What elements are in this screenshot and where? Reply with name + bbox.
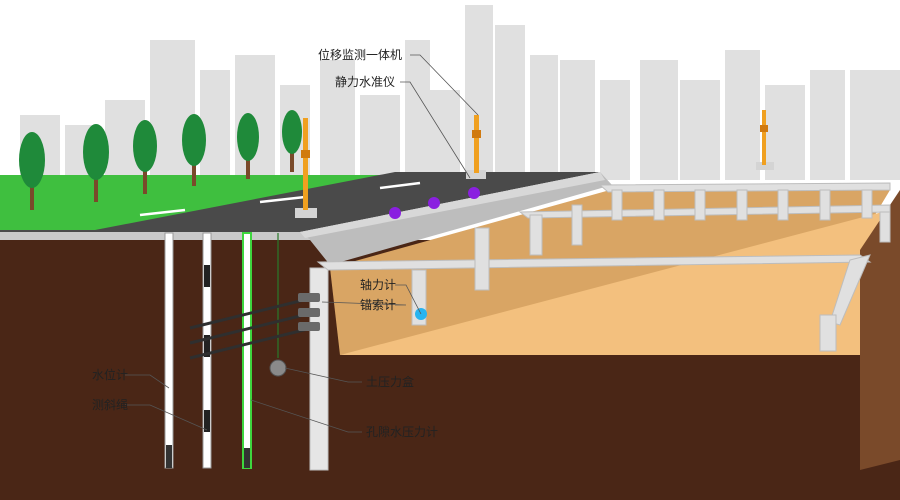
road [0, 172, 600, 232]
static-level-sensors [389, 187, 480, 219]
anchor-heads [298, 293, 320, 331]
water-level-pipe [164, 232, 174, 469]
label-static-level: 静力水准仪 [335, 75, 395, 89]
label-inclinometer-rope: 测斜绳 [92, 398, 128, 412]
tree-icon [237, 113, 259, 179]
label-axial-force-meter: 轴力计 [360, 277, 396, 292]
tree-icon [182, 114, 206, 186]
tree-icon [19, 132, 45, 210]
monitor-pole-icon [466, 115, 486, 179]
pit-bottom-soil [330, 355, 860, 500]
pit-floor [340, 210, 890, 355]
pit-right-wall [860, 190, 900, 470]
pore-pressure-pipe [242, 232, 252, 469]
monitor-pole-icon [756, 110, 774, 170]
pit-back-wall [330, 190, 890, 355]
sidewalk-top [300, 172, 605, 238]
monitor-pole-icon [295, 118, 317, 218]
label-earth-pressure-cell: 土压力盒 [366, 374, 414, 389]
tree-icon [282, 110, 302, 172]
road-curb [0, 232, 310, 240]
label-monitor-all-in-one: 位移监测一体机 [318, 47, 402, 62]
label-pore-pressure-meter: 孔隙水压力计 [366, 425, 438, 439]
level-sensor-dot [468, 187, 480, 199]
tree-icon [83, 124, 109, 202]
grass [0, 175, 400, 232]
tree-row [19, 110, 302, 210]
road-markings [139, 181, 421, 217]
label-anchor-cable-meter: 锚索计 [360, 297, 396, 312]
label-water-level-meter: 水位计 [92, 367, 128, 382]
tree-icon [133, 120, 157, 194]
city-skyline [20, 5, 900, 180]
retaining-wall [309, 267, 329, 471]
anchor-cables [189, 296, 313, 360]
sidewalk [300, 172, 612, 265]
level-sensor-dot [389, 207, 401, 219]
level-sensor-dot [428, 197, 440, 209]
inclinometer-pipe [202, 232, 212, 469]
leader-lines [125, 54, 479, 433]
